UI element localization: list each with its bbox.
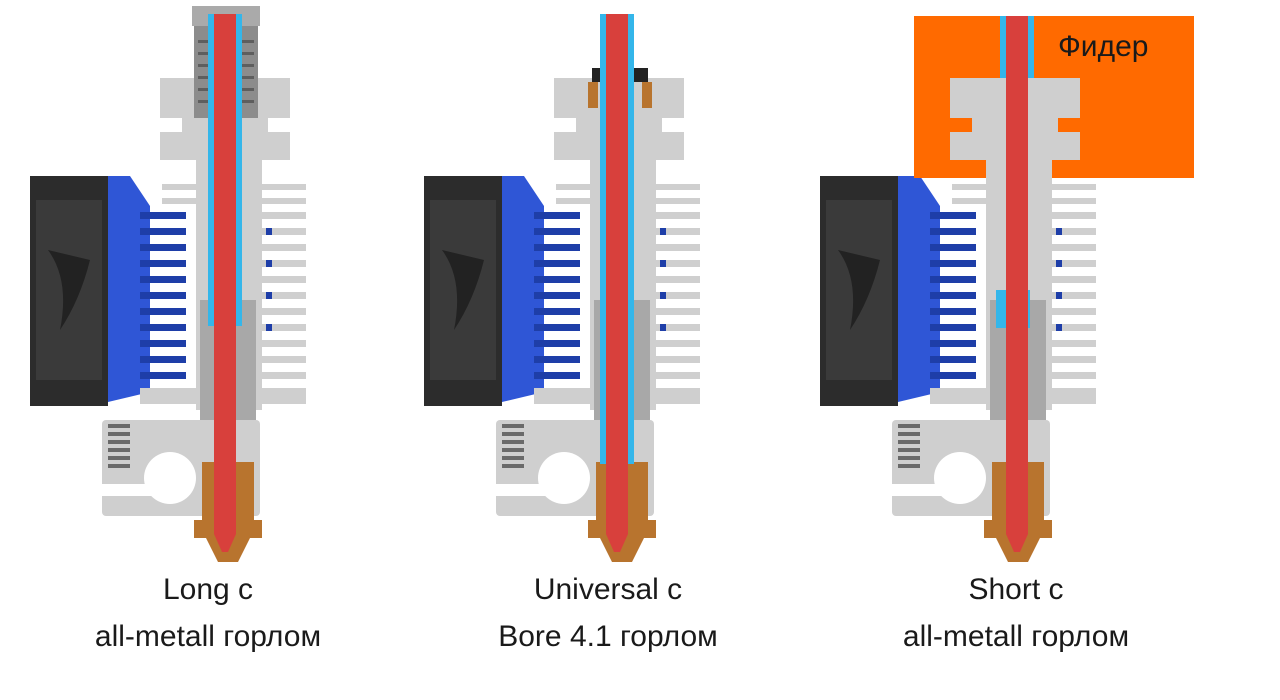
fins-left-grey	[952, 184, 986, 204]
heater-cartridge-hole	[538, 452, 590, 504]
heater-slot	[892, 484, 962, 496]
fan-shroud	[898, 176, 940, 402]
hotend-universal	[424, 14, 700, 562]
filament-tip	[606, 534, 628, 552]
caption-long: Long c all-metall горлом	[28, 566, 388, 660]
fins-left	[534, 212, 580, 379]
fins-left-grey	[556, 184, 590, 204]
fins-right-blue	[660, 228, 666, 331]
fins-right	[262, 184, 306, 379]
heater-slot	[102, 484, 172, 496]
caption-short: Short c all-metall горлом	[836, 566, 1196, 660]
heater-screw	[502, 424, 524, 468]
fins-left	[930, 212, 976, 379]
fan-blade	[48, 250, 90, 330]
fins-right	[1052, 184, 1096, 379]
filament-tip	[214, 534, 236, 552]
fan-blade	[838, 250, 880, 330]
heater-cartridge-hole	[144, 452, 196, 504]
fins-right	[656, 184, 700, 379]
fan-blade	[442, 250, 484, 330]
collet-brass-left	[588, 82, 598, 108]
caption-long-line2: all-metall горлом	[94, 620, 322, 653]
filament-path	[1006, 16, 1028, 534]
heater-screw	[898, 424, 920, 468]
fins-left-grey	[162, 184, 196, 204]
hotend-short	[820, 16, 1194, 562]
heater-cartridge-hole	[934, 452, 986, 504]
hotend-long	[30, 6, 306, 562]
filament-path	[606, 14, 628, 534]
caption-short-line1: Short c	[968, 573, 1064, 606]
heater-screw	[108, 424, 130, 468]
caption-universal: Universal c Bore 4.1 горлом	[428, 566, 788, 660]
caption-long-line1: Long c	[162, 573, 254, 606]
fins-left	[140, 212, 186, 379]
filament-tip	[1006, 534, 1028, 552]
fan-shroud	[502, 176, 544, 402]
collet-brass-right	[642, 82, 652, 108]
fan-shroud	[108, 176, 150, 402]
filament-path	[214, 14, 236, 534]
feeder-label: Фидер	[1058, 30, 1149, 63]
caption-universal-line2: Bore 4.1 горлом	[498, 620, 718, 653]
caption-short-line2: all-metall горлом	[902, 620, 1130, 653]
fins-right-blue	[1056, 228, 1062, 331]
caption-universal-line1: Universal c	[533, 573, 683, 606]
fins-right-blue	[266, 228, 272, 331]
heater-slot	[496, 484, 566, 496]
